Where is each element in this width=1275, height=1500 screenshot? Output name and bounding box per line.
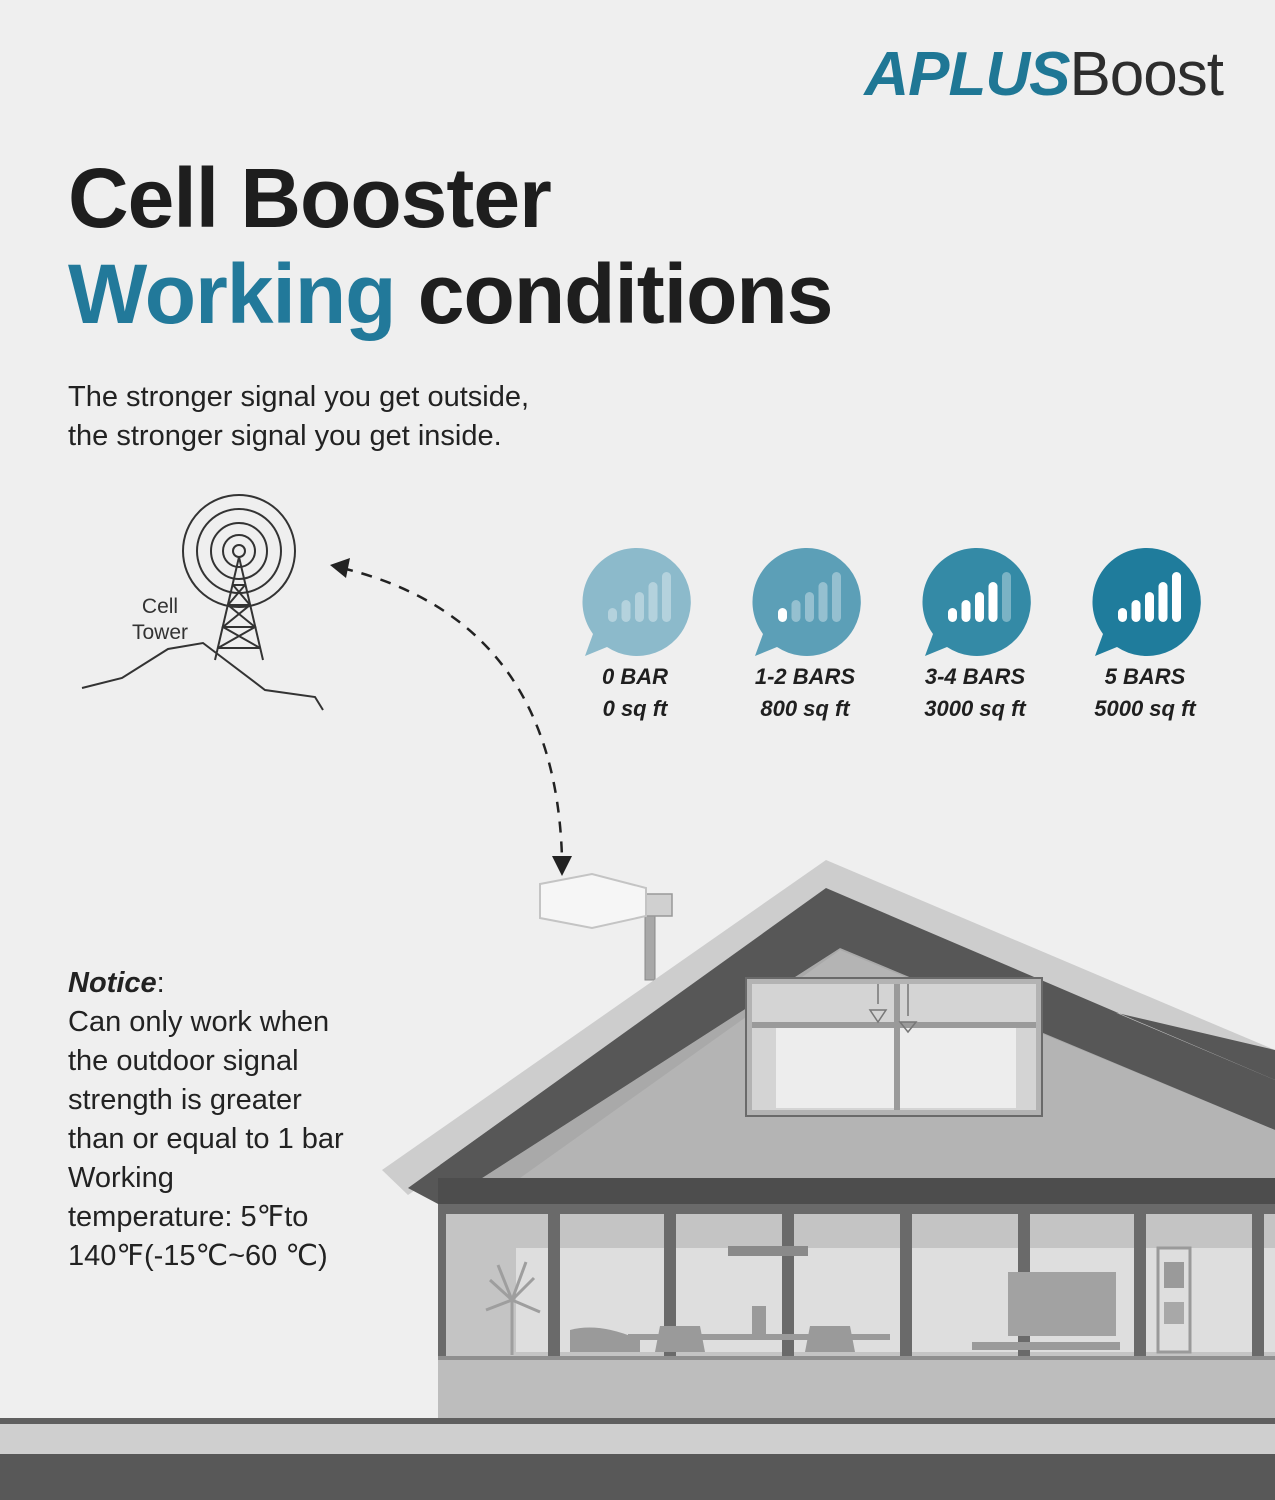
brand-logo: APLUSBoost [864,44,1224,106]
notice-colon: : [156,967,165,999]
notice-line: Can only work when [68,1006,330,1038]
signal-bar-filled [778,608,787,622]
ground-strip [0,1424,1275,1454]
brand-logo-part2: Boost [1069,40,1224,109]
signal-bar-empty [635,592,644,622]
signal-level-bars: 5 BARS [1104,664,1186,689]
tower-label-line2: Tower [131,621,189,644]
signal-level-area: 3000 sq ft [924,696,1026,721]
bubble-shape [752,547,861,656]
signal-bar-filled [961,600,971,622]
tower-label-line1: Cell [141,595,179,618]
tower-label: Cell Tower [120,594,200,646]
signal-bar-filled [975,592,984,622]
notice-line: the outdoor signal [68,1045,299,1077]
subtitle: The stronger signal you get outside, the… [68,378,529,456]
signal-bar-empty [791,600,801,622]
title-accent: Working [68,247,396,341]
brand-logo-part1: APLUS [864,40,1070,109]
notice-line: strength is greater [68,1084,302,1116]
ground-line [0,1418,1275,1424]
title-rest: conditions [395,247,834,341]
signal-bar-filled [1158,582,1168,622]
signal-level-bars: 1-2 BARS [754,664,856,689]
road [0,1454,1275,1500]
signal-bar-empty [805,592,814,622]
signal-bubble-icon [922,547,1031,656]
outdoor-antenna-icon [539,872,673,981]
signal-level-3: 5 BARS 5000 sq ft [1060,544,1230,724]
title-line2: Working conditions [68,246,834,342]
signal-level-area: 0 sq ft [602,696,668,721]
signal-bar-filled [1145,592,1154,622]
title-line1: Cell Booster [68,151,552,245]
signal-bar-filled [1118,608,1127,622]
signal-level-2: 3-4 BARS 3000 sq ft [890,544,1060,724]
signal-bar-empty [1002,572,1011,622]
notice-line: temperature: 5℉to [68,1201,309,1233]
notice-line: Working [68,1162,174,1194]
signal-bar-filled [1172,572,1181,622]
signal-bar-filled [948,608,957,622]
signal-level-bars: 0 BAR [601,664,668,689]
signal-bar-empty [662,572,671,622]
signal-bubble-icon [752,547,861,656]
cell-tower-icon [81,494,324,711]
notice-line: than or equal to 1 bar [68,1123,344,1155]
notice-line: 140℉(-15℃~60 ℃) [68,1240,328,1272]
signal-level-0: 0 BAR 0 sq ft [550,544,720,724]
signal-bar-empty [818,582,828,622]
signal-bar-empty [832,572,841,622]
signal-level-bars: 3-4 BARS [924,664,1026,689]
page-title: Cell Booster Working conditions [68,150,834,342]
signal-bubble-icon [582,547,691,656]
signal-bar-filled [1131,600,1141,622]
signal-bar-empty [608,608,617,622]
signal-bubble-icon [1092,547,1201,656]
signal-bar-filled [988,582,998,622]
signal-arrow-icon [330,558,572,876]
signal-level-area: 800 sq ft [760,696,850,721]
notice-heading-row: Notice: [68,964,408,1003]
notice-heading: Notice [68,967,157,999]
signal-level-1: 1-2 BARS 800 sq ft [720,544,890,724]
notice-block: Notice: Can only work when the outdoor s… [68,964,408,1276]
bubble-shape [582,547,691,656]
signal-bar-empty [648,582,658,622]
signal-level-area: 5000 sq ft [1094,696,1196,721]
subtitle-line2: the stronger signal you get inside. [68,420,502,452]
subtitle-line1: The stronger signal you get outside, [68,381,530,413]
house-icon [382,860,1275,1418]
signal-bar-empty [621,600,631,622]
